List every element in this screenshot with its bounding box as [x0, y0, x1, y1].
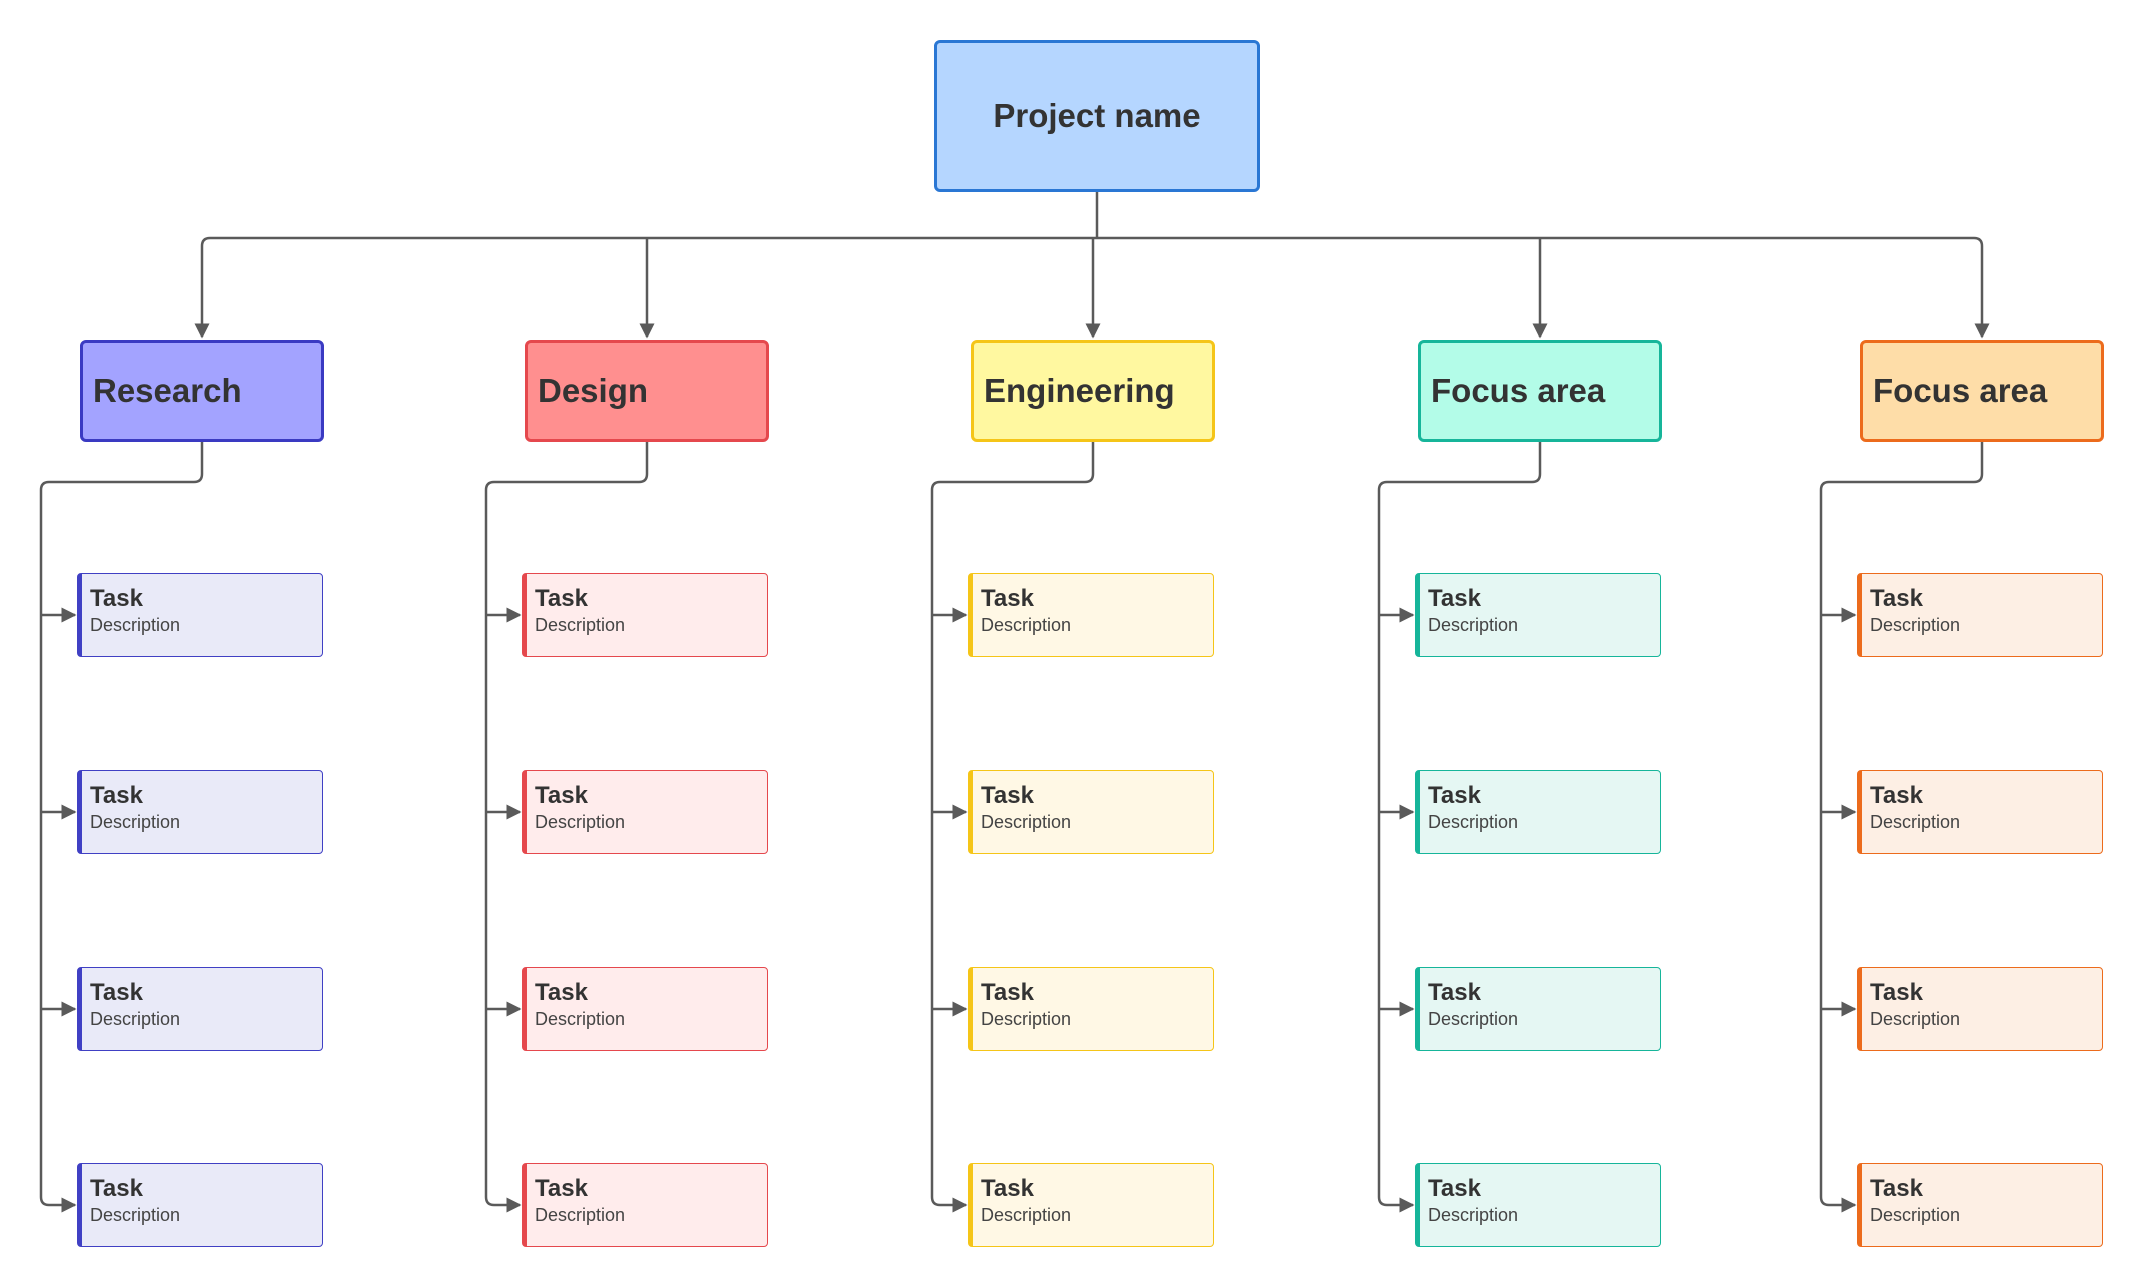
task-title: Task — [1870, 1175, 1923, 1202]
task-description: Description — [90, 615, 181, 635]
task-description: Description — [90, 1009, 181, 1029]
task-title: Task — [1870, 979, 1923, 1006]
task-rail-connector — [930, 442, 1095, 1197]
task-title: Task — [1428, 585, 1481, 612]
task-connector — [930, 1196, 968, 1213]
task-rail-connector — [1819, 442, 1984, 1197]
category-label: Design — [538, 372, 649, 409]
task-title: Task — [981, 585, 1034, 612]
task-description: Description — [535, 1205, 626, 1225]
task-description: Description — [535, 615, 626, 635]
category-node[interactable]: Design — [525, 340, 769, 442]
task-title: Task — [1428, 782, 1481, 809]
task-title: Task — [981, 782, 1034, 809]
task-description: Description — [981, 1009, 1072, 1029]
category-connector — [194, 236, 211, 339]
category-label: Focus area — [1873, 372, 2048, 409]
category-node[interactable]: Engineering — [971, 340, 1215, 442]
task-title: Task — [981, 1175, 1034, 1202]
task-title: Task — [90, 585, 143, 612]
task-connector — [1377, 1196, 1415, 1213]
task-description: Description — [981, 615, 1072, 635]
task-connector — [39, 1196, 77, 1213]
task-connector — [484, 1196, 522, 1213]
task-description: Description — [1870, 1009, 1961, 1029]
task-title: Task — [1428, 979, 1481, 1006]
task-rail-connector — [484, 442, 649, 1197]
task-description: Description — [1870, 615, 1961, 635]
task-title: Task — [981, 979, 1034, 1006]
task-description: Description — [1428, 812, 1519, 832]
project-root-node[interactable]: Project name — [934, 40, 1260, 192]
task-description: Description — [1428, 615, 1519, 635]
category-connector — [1973, 236, 1990, 339]
task-title: Task — [535, 585, 588, 612]
task-title: Task — [90, 782, 143, 809]
task-description: Description — [90, 1205, 181, 1225]
task-description: Description — [981, 812, 1072, 832]
task-description: Description — [1428, 1009, 1519, 1029]
task-title: Task — [90, 1175, 143, 1202]
task-description: Description — [90, 812, 181, 832]
category-label: Engineering — [984, 372, 1175, 409]
task-title: Task — [1428, 1175, 1481, 1202]
task-description: Description — [535, 1009, 626, 1029]
category-node[interactable]: Focus area — [1418, 340, 1662, 442]
task-description: Description — [535, 812, 626, 832]
category-label: Focus area — [1431, 372, 1606, 409]
task-rail-connector — [1377, 442, 1542, 1197]
task-description: Description — [1870, 1205, 1961, 1225]
task-title: Task — [1870, 585, 1923, 612]
task-description: Description — [1870, 812, 1961, 832]
task-title: Task — [1870, 782, 1923, 809]
project-root-label: Project name — [993, 97, 1201, 134]
task-title: Task — [535, 979, 588, 1006]
task-description: Description — [1428, 1205, 1519, 1225]
category-node[interactable]: Research — [80, 340, 324, 442]
category-node[interactable]: Focus area — [1860, 340, 2104, 442]
task-title: Task — [535, 1175, 588, 1202]
task-title: Task — [535, 782, 588, 809]
task-title: Task — [90, 979, 143, 1006]
category-label: Research — [93, 372, 242, 409]
task-connector — [1819, 1196, 1857, 1213]
task-rail-connector — [39, 442, 204, 1197]
task-description: Description — [981, 1205, 1072, 1225]
